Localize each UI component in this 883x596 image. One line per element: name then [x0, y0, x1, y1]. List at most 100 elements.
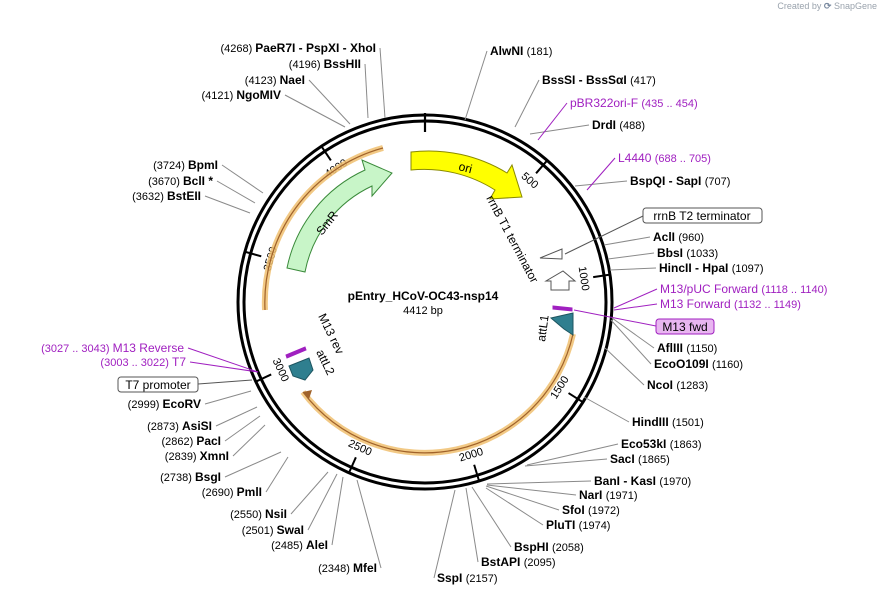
smr-arrow[interactable] [286, 159, 393, 273]
site-label[interactable]: (3724) BpmI [153, 158, 218, 172]
site-label[interactable]: (2738) BsgI [160, 470, 221, 484]
site-name: SspI [437, 571, 466, 585]
attl2-arrow[interactable] [288, 357, 314, 381]
site-label[interactable]: SacI (1865) [610, 452, 670, 466]
feature-label[interactable]: (3027 .. 3043) M13 Reverse [41, 341, 184, 355]
site-label[interactable]: SfoI (1972) [562, 503, 620, 517]
site-position: (2550) [230, 509, 265, 521]
site-label[interactable]: (2485) AleI [271, 538, 328, 552]
site-text: (4121) NgoMIV [201, 88, 281, 102]
m13-fwd-bar[interactable] [552, 305, 573, 312]
tick-label: 1000 [576, 266, 591, 292]
site-label[interactable]: (4123) NaeI [245, 73, 305, 87]
leader-line [356, 479, 382, 569]
site-text: (2690) PmlI [202, 485, 262, 499]
site-label[interactable]: (2550) NsiI [230, 507, 287, 521]
site-text: BbsI (1033) [657, 246, 718, 260]
site-name: SwaI [277, 523, 304, 537]
site-text: BspHI (2058) [514, 540, 584, 554]
feature-label[interactable]: (3003 .. 3022) T7 [100, 355, 186, 369]
site-label[interactable]: (2501) SwaI [242, 523, 304, 537]
m13-rev-bar[interactable] [285, 346, 307, 359]
site-label[interactable]: (2999) EcoRV [128, 397, 201, 411]
site-name: PaeR7I - PspXI - XhoI [255, 41, 376, 55]
site-label[interactable]: PluTI (1974) [546, 518, 610, 532]
site-position: (4268) [220, 43, 255, 55]
site-label[interactable]: BssSI - BssSαI (417) [542, 73, 656, 87]
tick-label: 3000 [270, 357, 291, 384]
feature-label[interactable]: M13 Forward (1132 .. 1149) [660, 297, 801, 311]
site-text: (2485) AleI [271, 538, 328, 552]
site-position: (1150) [686, 343, 717, 355]
site-leader-lines [187, 47, 658, 579]
amp-halo [300, 333, 576, 456]
site-position: (2485) [271, 540, 306, 552]
site-position: (2690) [202, 487, 237, 499]
site-name: NsiI [265, 507, 287, 521]
site-name: BbsI [657, 246, 686, 260]
site-position: (2058) [552, 542, 584, 554]
site-label[interactable]: HindIII (1501) [632, 415, 704, 429]
site-label[interactable]: BstAPI (2095) [481, 555, 555, 569]
rrnb-t2-box[interactable]: rrnB T2 terminator [642, 207, 763, 224]
feature-label[interactable]: pBR322ori-F (435 .. 454) [570, 96, 698, 110]
site-label[interactable]: (2873) AsiSI [147, 419, 212, 433]
rrnb-t2-arrow[interactable] [539, 248, 563, 260]
site-position: (1501) [672, 417, 704, 429]
m13-fwd-box[interactable]: M13 fwd [655, 318, 715, 335]
site-label[interactable]: (3632) BstEII [132, 189, 201, 203]
site-label[interactable]: (4268) PaeR7I - PspXI - XhoI [220, 41, 376, 55]
attl1-arrow[interactable] [549, 312, 574, 336]
site-label[interactable]: (4121) NgoMIV [201, 88, 281, 102]
site-text: BssSI - BssSαI (417) [542, 73, 656, 87]
feature-leader [187, 347, 259, 373]
site-label[interactable]: HincII - HpaI (1097) [659, 261, 763, 275]
site-position: (1972) [588, 505, 620, 517]
site-label[interactable]: AlwNI (181) [490, 44, 552, 58]
site-position: (960) [678, 232, 704, 244]
leader-line [215, 406, 258, 427]
svg-text:M13 fwd: M13 fwd [662, 320, 707, 334]
site-name: HincII - HpaI [659, 261, 732, 275]
site-label[interactable]: EcoO109I (1160) [654, 357, 743, 371]
site-label[interactable]: (2839) XmnI [165, 449, 229, 463]
site-label[interactable]: BanI - KasI (1970) [594, 474, 691, 488]
rrnb-t1-arrow[interactable] [544, 270, 577, 291]
feature-label[interactable]: M13/pUC Forward (1118 .. 1140) [660, 282, 827, 296]
feature-label-ori: ori [457, 159, 473, 176]
site-label[interactable]: SspI (2157) [437, 571, 497, 585]
site-text: (3724) BpmI [153, 158, 218, 172]
site-label[interactable]: BspQI - SapI (707) [630, 174, 730, 188]
site-label[interactable]: NcoI (1283) [647, 378, 708, 392]
leader-line [265, 456, 289, 493]
site-label[interactable]: (2862) PacI [161, 434, 221, 448]
site-name: BsgI [195, 470, 221, 484]
site-name: BspQI - SapI [630, 174, 705, 188]
site-label[interactable]: NarI (1971) [579, 488, 637, 502]
site-label[interactable]: BspHI (2058) [514, 540, 584, 554]
site-label[interactable]: BbsI (1033) [657, 246, 718, 260]
site-label[interactable]: (2348) MfeI [318, 561, 377, 575]
plasmid-length: 4412 bp [403, 305, 443, 317]
leader-line [604, 347, 645, 386]
leader-line [364, 63, 369, 119]
site-label[interactable]: (4196) BssHII [289, 57, 361, 71]
ori-arrow[interactable] [410, 150, 523, 200]
site-label[interactable]: (3670) BclI * [148, 174, 213, 188]
site-label[interactable]: (2690) PmlI [202, 485, 262, 499]
site-position: (1160) [712, 359, 743, 371]
site-text: (2862) PacI [161, 434, 221, 448]
site-name: NcoI [647, 378, 676, 392]
t7-promoter-box[interactable]: T7 promoter [117, 376, 199, 393]
site-text: DrdI (488) [592, 118, 645, 132]
site-label[interactable]: DrdI (488) [592, 118, 645, 132]
site-label[interactable]: AclI (960) [653, 230, 704, 244]
site-text: (2348) MfeI [318, 561, 377, 575]
leader-line [603, 236, 651, 246]
site-name: SacI [610, 452, 638, 466]
leader-line [284, 94, 346, 128]
site-label[interactable]: Eco53kI (1863) [621, 437, 702, 451]
feature-label[interactable]: L4440 (688 .. 705) [618, 151, 711, 165]
site-text: SfoI (1972) [562, 503, 620, 517]
site-label[interactable]: AflIII (1150) [657, 341, 717, 355]
